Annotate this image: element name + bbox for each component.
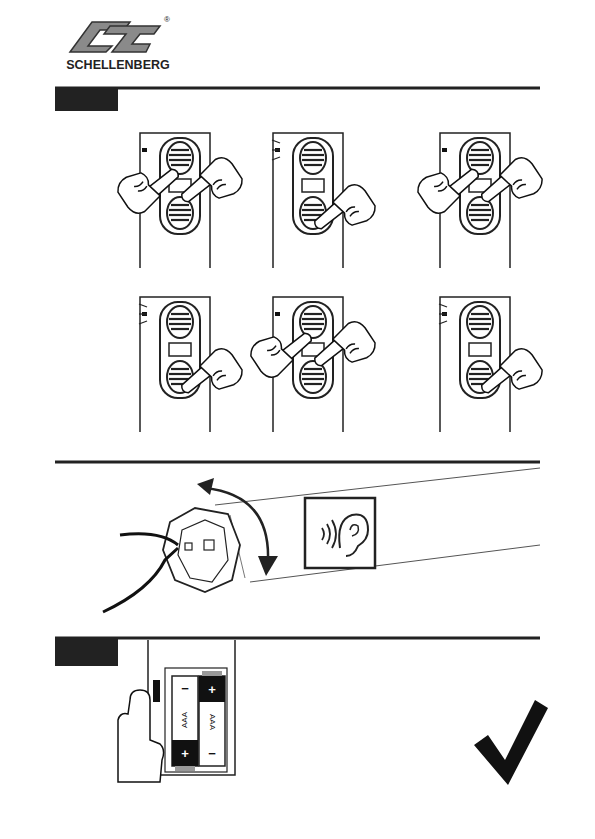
registered-mark: ® [164,16,170,24]
section-rule [55,461,540,464]
listen-icon [305,498,375,568]
brand-name: SCHELLENBERG [66,59,169,72]
rotation-arrow [205,488,268,560]
motor-cable [103,534,178,612]
battery-type: AAA [181,712,189,728]
step-tab [55,638,118,666]
logo-mark [70,22,160,52]
battery-polarity: + [181,747,189,760]
led-blink [139,140,447,324]
battery-polarity: − [181,682,189,695]
battery-polarity: + [208,683,216,696]
step-tab [55,88,118,111]
section-rule [55,637,540,640]
check-mark [474,700,548,785]
battery-type: AAA [208,714,216,730]
section-rule [55,87,540,90]
pressing-hand [112,150,547,413]
tubular-motor [163,468,540,592]
thumb [118,690,164,782]
battery-polarity: − [208,747,216,760]
